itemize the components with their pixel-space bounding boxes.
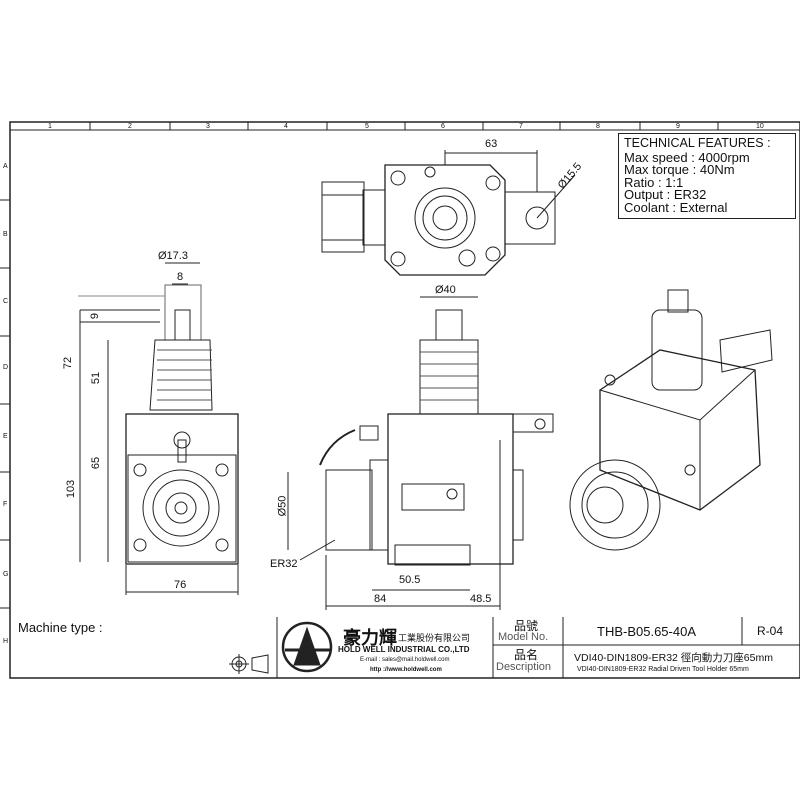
description-cn: VDI40-DIN1809-ER32 徑向動力刀座65mm <box>574 652 773 664</box>
dim-collet-type: ER32 <box>270 558 298 570</box>
row-label: C <box>3 298 9 305</box>
row-label: D <box>3 364 9 371</box>
company-email: E-mail : sales@mail.holdwell.com <box>360 657 450 663</box>
machine-type-label: Machine type : <box>18 620 103 635</box>
col-label: 6 <box>441 123 445 130</box>
side-view <box>287 296 554 610</box>
row-label: A <box>3 163 8 170</box>
company-name-cn: 豪力輝 <box>343 628 397 648</box>
dim-body-width: 76 <box>174 579 187 591</box>
dim-side-84: 84 <box>374 593 387 605</box>
dim-thread-height: 51 <box>90 371 103 385</box>
col-label: 8 <box>596 123 600 130</box>
feature-line: Max torque : 40Nm <box>624 162 735 177</box>
model-number: THB-B05.65-40A <box>597 624 696 639</box>
technical-features-title: TECHNICAL FEATURES : <box>624 136 771 150</box>
dim-side-50-5: 50.5 <box>399 574 421 586</box>
row-label: B <box>3 231 8 238</box>
dim-side-48-5: 48.5 <box>470 593 492 605</box>
row-label: G <box>3 571 9 578</box>
feature-line: Max speed : 4000rpm <box>624 149 750 165</box>
col-label: 9 <box>676 123 680 130</box>
description-en: VDI40-DIN1809-ER32 Radial Driven Tool Ho… <box>577 666 749 673</box>
dim-key-height: 9 <box>89 312 102 320</box>
dim-body-total: 103 <box>65 479 78 499</box>
model-label-en: Model No. <box>498 631 549 643</box>
technical-features-box: TECHNICAL FEATURES : Max speed : 4000rpm… <box>618 133 796 219</box>
col-label: 4 <box>284 123 288 130</box>
col-label: 1 <box>48 123 52 130</box>
description-label-en: Description <box>496 661 552 673</box>
isometric-view <box>569 289 773 551</box>
col-label: 10 <box>756 123 764 130</box>
title-block-lines <box>229 617 800 678</box>
row-label: H <box>3 638 9 645</box>
dim-upper-height: 72 <box>62 356 75 370</box>
dim-shank-dia-side: Ø40 <box>435 284 456 296</box>
revision: R-04 <box>757 624 784 638</box>
dim-collet-dia: Ø50 <box>276 495 289 517</box>
dim-key-width: 8 <box>177 271 184 283</box>
description-label-cn: 品名 <box>514 648 539 662</box>
top-view <box>321 150 576 276</box>
col-label: 2 <box>128 123 132 130</box>
col-label: 5 <box>365 123 369 130</box>
feature-line: Ratio : 1:1 <box>624 174 684 190</box>
front-view <box>78 262 239 595</box>
col-label: 3 <box>206 123 210 130</box>
model-label-cn: 品號 <box>514 619 539 633</box>
dim-top-width: 63 <box>485 138 498 150</box>
ruler-ticks <box>0 122 719 609</box>
feature-line: Coolant : External <box>624 199 728 215</box>
dim-shank-dia: Ø17.3 <box>158 250 188 262</box>
company-name-en: HOLD WELL INDUSTRIAL CO.,LTD <box>338 645 470 654</box>
dim-body-upper: 65 <box>90 456 103 470</box>
row-label: F <box>3 501 8 508</box>
feature-line: Output : ER32 <box>624 187 707 202</box>
company-name-cn-suffix: 工業股份有限公司 <box>398 633 471 643</box>
company-website: http ://www.holdwell.com <box>370 667 442 673</box>
row-label: E <box>3 433 8 440</box>
col-label: 7 <box>519 123 523 130</box>
